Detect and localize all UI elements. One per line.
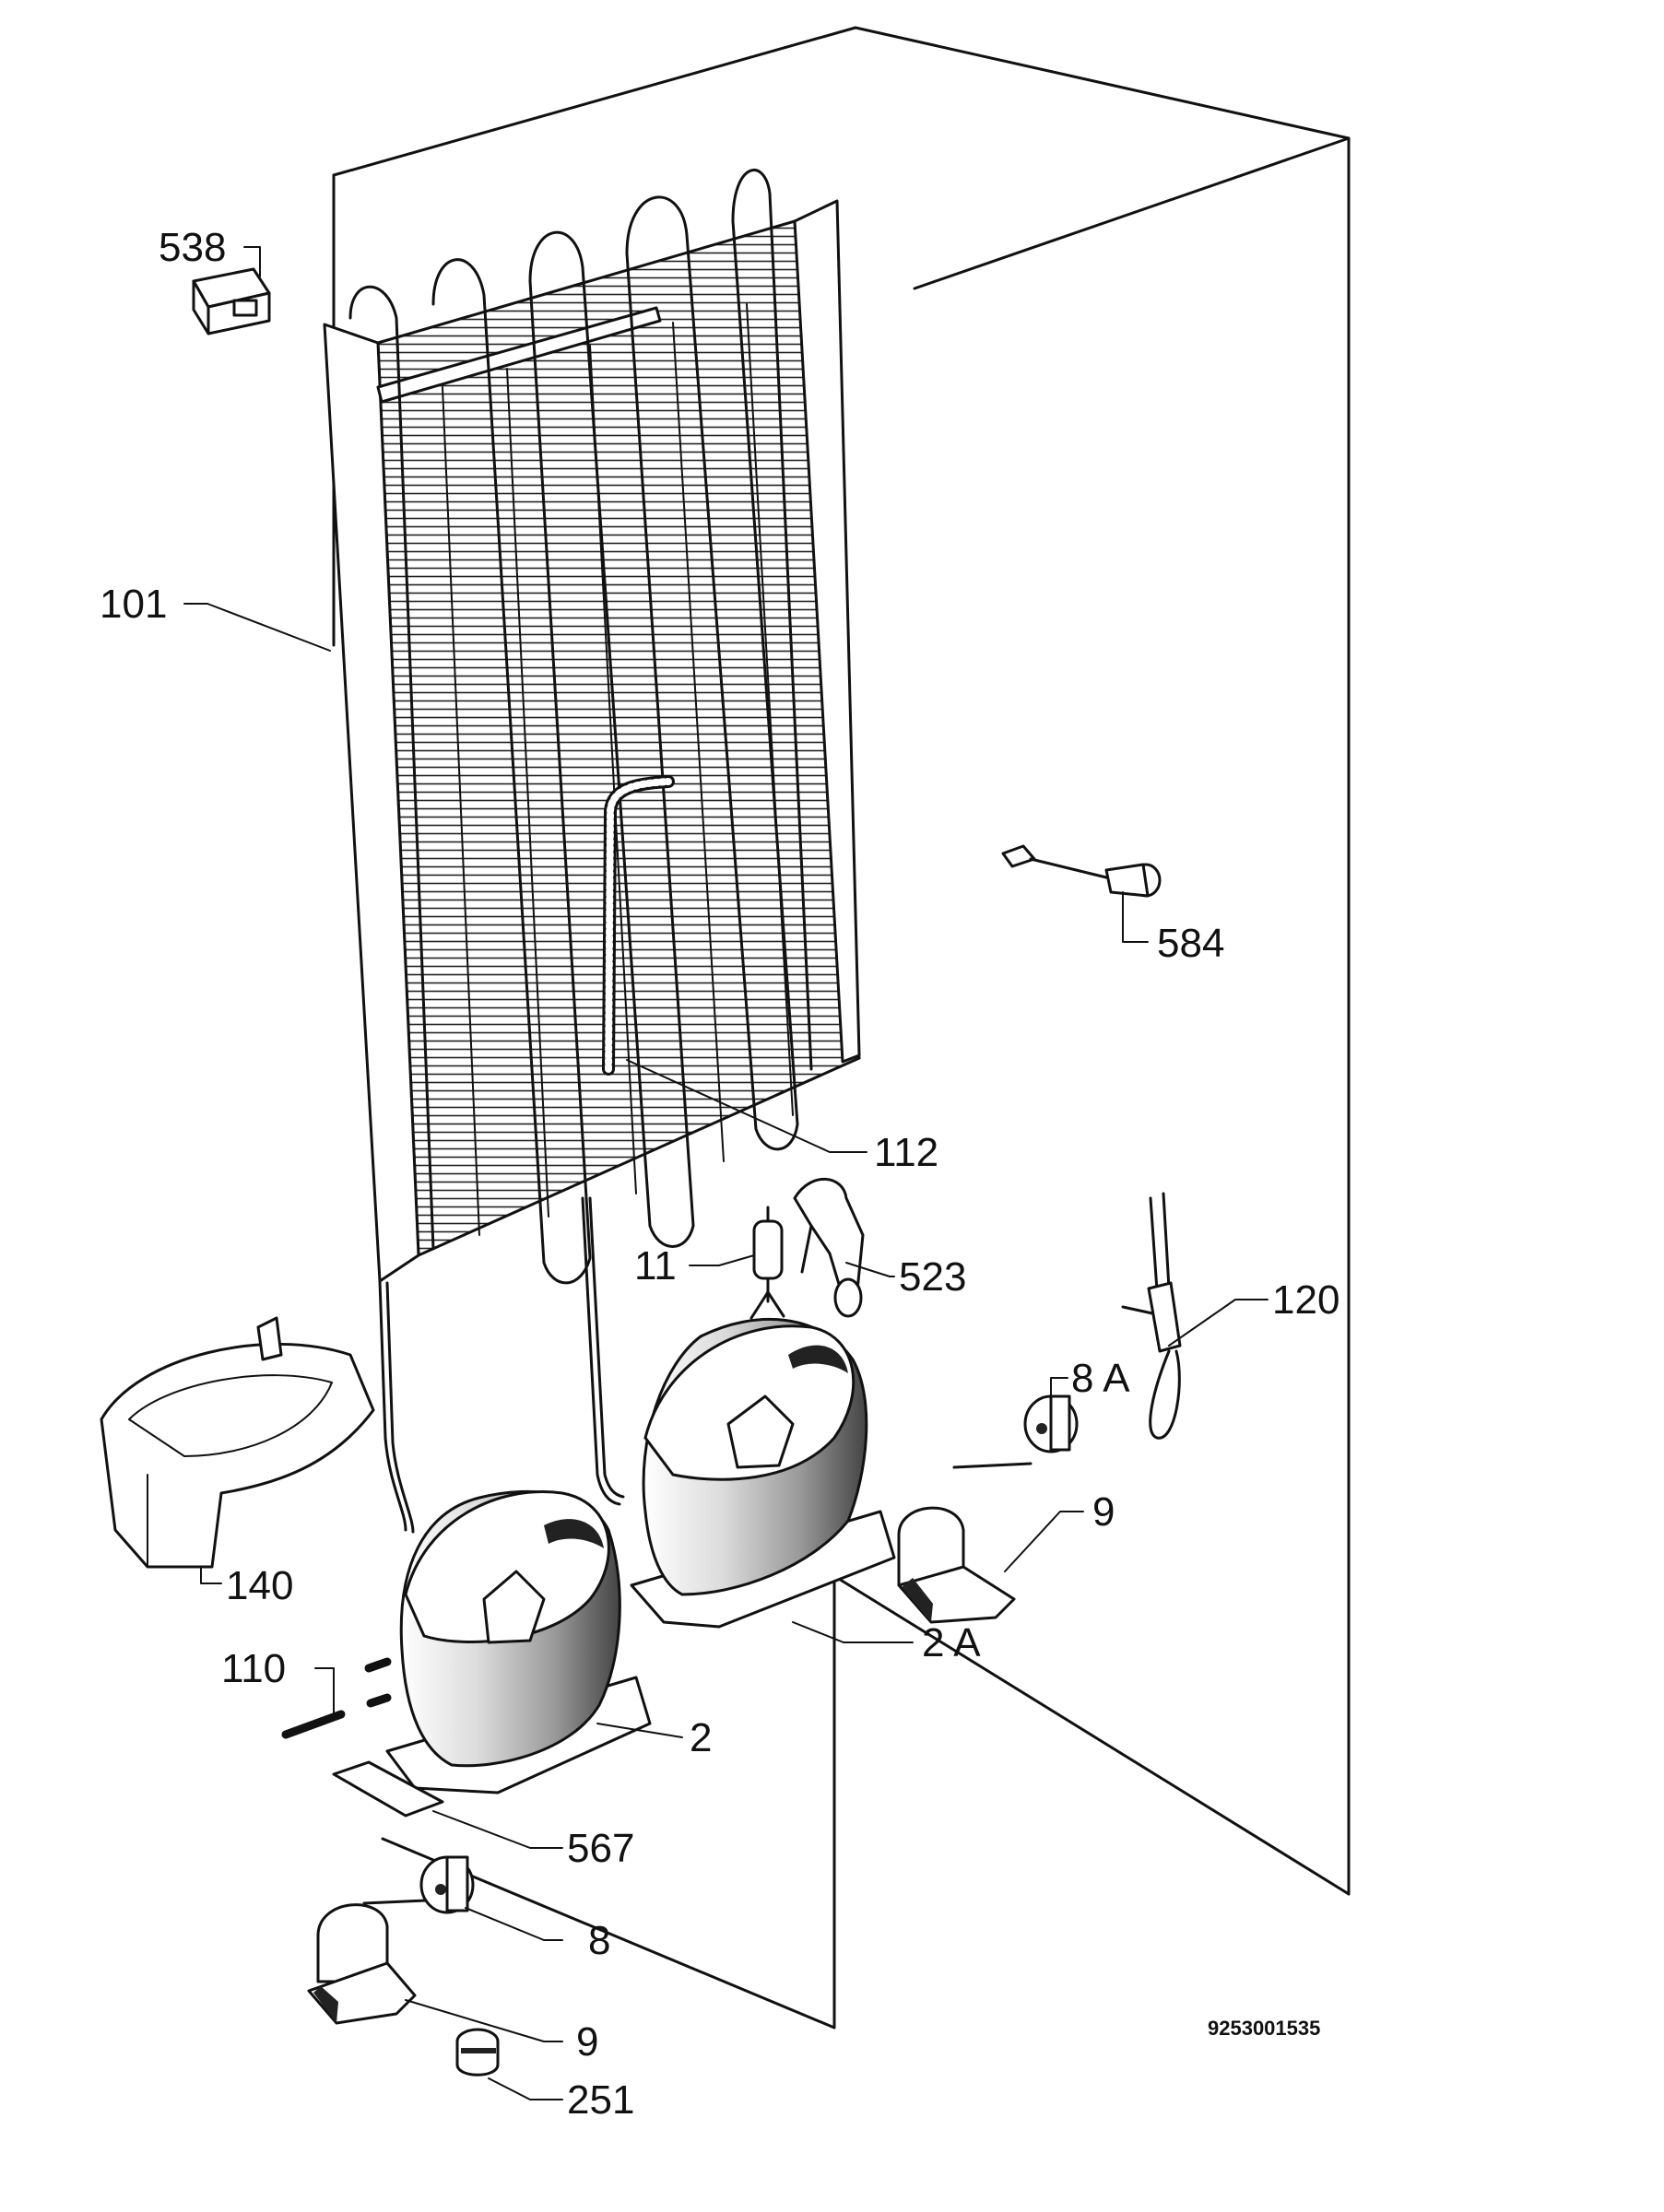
condenser: [323, 169, 861, 1285]
callout-9-upper: 9: [1092, 1489, 1115, 1535]
callout-567: 567: [567, 1826, 634, 1871]
callout-110: 110: [221, 1646, 286, 1691]
part-523-clamp: [793, 1177, 865, 1318]
callout-11: 11: [634, 1243, 677, 1288]
part-584-sensor: [1001, 844, 1162, 898]
callout-523: 523: [899, 1254, 966, 1300]
suction-pipe: [378, 1279, 407, 1532]
part-9-upper-clip: [897, 1506, 1016, 1624]
part-120-heater-wire: [1121, 1192, 1182, 1440]
part-110-pins: [281, 1657, 392, 1739]
callout-584: 584: [1157, 921, 1224, 966]
part-538-connector: [192, 267, 271, 335]
callout-101: 101: [100, 582, 167, 627]
callout-112: 112: [874, 1130, 938, 1175]
callout-120: 120: [1272, 1277, 1339, 1323]
compressor-2: [385, 1489, 652, 1794]
leader-lines: [183, 246, 1269, 2100]
compressor-2a: [630, 1317, 896, 1629]
callout-2a: 2 A: [922, 1620, 981, 1665]
part-567-mount-plate: [332, 1760, 444, 1818]
part-8a-relay: [952, 1394, 1079, 1469]
callout-8: 8: [588, 1918, 610, 1963]
discharge-pipe: [581, 1196, 621, 1506]
callout-8a: 8 A: [1071, 1356, 1130, 1401]
part-9-lower-clip: [307, 1903, 417, 2025]
callout-9-lower: 9: [576, 2019, 598, 2065]
coil-pipe: [602, 775, 675, 1076]
part-251-grommet: [455, 2028, 500, 2077]
part-8-relay: [362, 1855, 475, 1914]
callout-251: 251: [567, 2077, 634, 2123]
part-11-filter-drier: [749, 1206, 785, 1320]
callout-2: 2: [690, 1715, 712, 1760]
document-code: 9253001535: [1208, 2017, 1320, 2040]
callout-538: 538: [159, 225, 226, 270]
part-140-drip-tray: [100, 1316, 375, 1569]
callout-140: 140: [226, 1563, 293, 1608]
